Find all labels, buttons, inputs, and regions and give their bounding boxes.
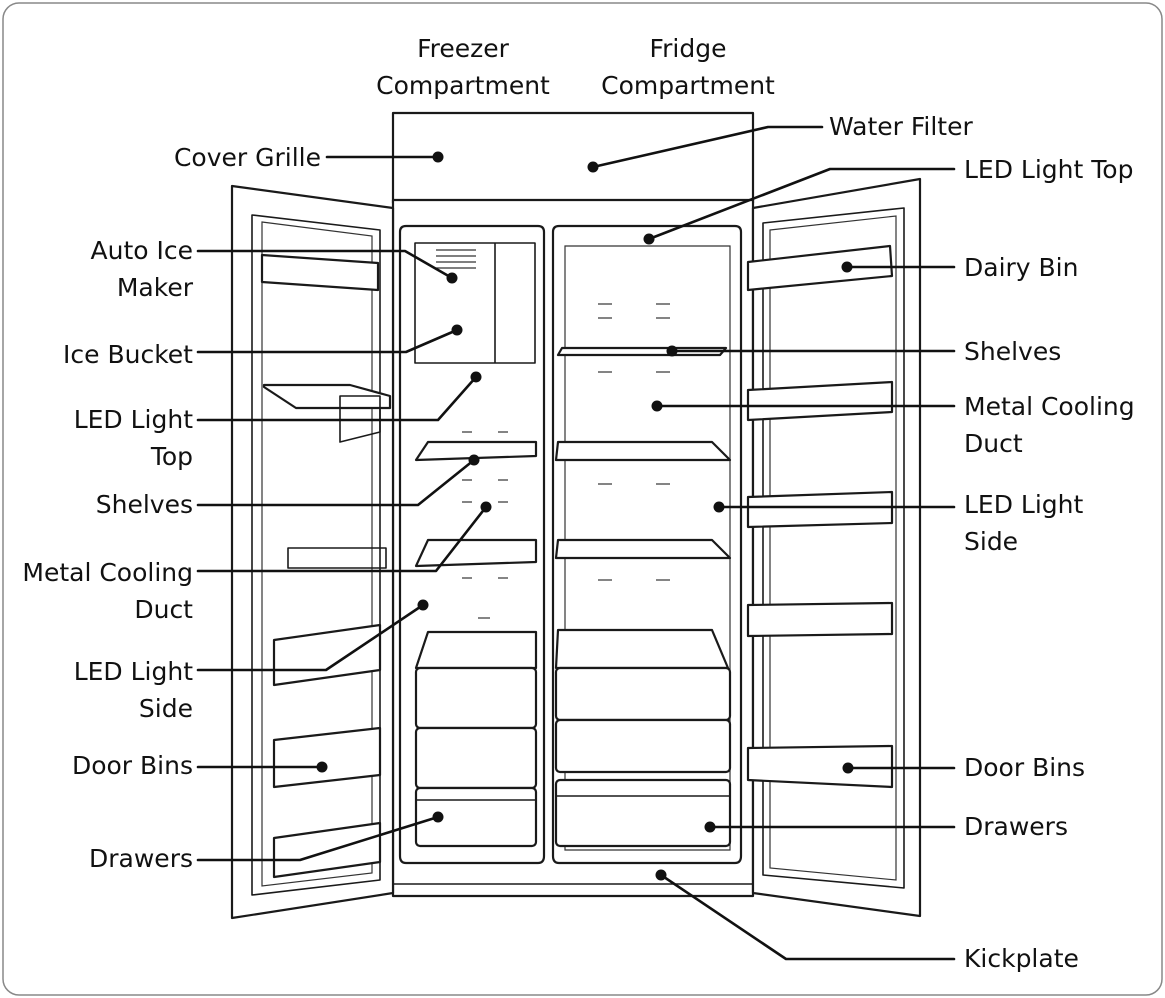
dot-drawers-left xyxy=(432,811,444,823)
label-drawers-left: Drawers xyxy=(89,844,193,873)
dairy-bin xyxy=(746,244,894,292)
freezer-drawer-1 xyxy=(414,630,538,670)
refrigerator-illustration xyxy=(230,111,922,920)
cabinet-top xyxy=(391,111,755,205)
label-door-bins-right: Door Bins xyxy=(964,753,1085,782)
dot-metal-cooling-duct-left xyxy=(480,501,492,513)
label-metal-cooling-duct-right-line2: Duct xyxy=(964,429,1023,458)
dot-shelves-right xyxy=(666,345,678,357)
label-led-light-side-left-line1: LED Light xyxy=(74,657,194,686)
label-led-light-side-left-line2: Side xyxy=(139,694,193,723)
leader-lines xyxy=(196,125,956,961)
fridge-drawer-3 xyxy=(554,778,732,848)
freezer-shelf-1 xyxy=(414,440,538,462)
fridge-label-line2: Compartment xyxy=(601,71,775,100)
leader-water-filter xyxy=(591,125,824,169)
label-led-light-top-left-line1: LED Light xyxy=(74,405,194,434)
dot-water-filter xyxy=(587,161,599,173)
leader-kickplate xyxy=(659,873,956,961)
right-door-bin-1 xyxy=(746,380,894,422)
dot-kickplate xyxy=(655,869,667,881)
ice-maker xyxy=(414,242,536,364)
label-door-bins-left: Door Bins xyxy=(72,751,193,780)
left-door-bin-2 xyxy=(272,726,382,789)
dot-metal-cooling-duct-right xyxy=(651,400,663,412)
right-door xyxy=(751,177,922,918)
label-led-light-top-right: LED Light Top xyxy=(964,155,1133,184)
leader-ice-bucket xyxy=(196,328,459,354)
dot-door-bins-left xyxy=(316,761,328,773)
left-door-bin-3 xyxy=(272,821,382,879)
freezer-drawer-3 xyxy=(414,786,538,848)
dot-led-light-top-right xyxy=(643,233,655,245)
label-dairy-bin: Dairy Bin xyxy=(964,253,1078,282)
label-cover-grille: Cover Grille xyxy=(174,143,321,172)
dot-dairy-bin xyxy=(841,261,853,273)
label-shelves-right: Shelves xyxy=(964,337,1061,366)
fridge-drawer-2 xyxy=(554,718,732,774)
dot-led-light-top-left xyxy=(470,371,482,383)
label-auto-ice-maker-line1: Auto Ice xyxy=(91,236,194,265)
leader-shelves-left xyxy=(196,458,476,507)
dot-led-light-side-left xyxy=(417,599,429,611)
label-ice-bucket: Ice Bucket xyxy=(63,340,193,369)
label-drawers-right: Drawers xyxy=(964,812,1068,841)
dot-drawers-right xyxy=(704,821,716,833)
pointer-dots xyxy=(316,151,854,881)
left-door-dispenser xyxy=(262,383,392,410)
label-metal-cooling-duct-left-line2: Duct xyxy=(134,595,193,624)
label-auto-ice-maker-line2: Maker xyxy=(117,273,194,302)
dot-door-bins-right xyxy=(842,762,854,774)
freezer-shelf-2 xyxy=(414,538,538,568)
fridge-label-line1: Fridge xyxy=(650,34,727,63)
left-door-top-bin xyxy=(260,253,380,292)
leader-auto-ice-maker xyxy=(196,249,454,280)
freezer-label-line2: Compartment xyxy=(376,71,550,100)
right-door-bin-2 xyxy=(746,490,894,529)
label-led-light-side-right-line2: Side xyxy=(964,527,1018,556)
freezer-label-line1: Freezer xyxy=(417,34,510,63)
freezer-drawer-2 xyxy=(414,726,538,790)
label-kickplate: Kickplate xyxy=(964,944,1079,973)
label-water-filter: Water Filter xyxy=(829,112,973,141)
leader-led-light-top-left xyxy=(196,375,478,422)
leader-metal-cooling-duct-left xyxy=(196,505,488,573)
dot-shelves-left xyxy=(468,454,480,466)
fridge-shelf-3 xyxy=(554,538,732,560)
dot-cover-grille xyxy=(432,151,444,163)
leader-led-light-side-left xyxy=(196,603,425,672)
label-metal-cooling-duct-right-line1: Metal Cooling xyxy=(964,392,1135,421)
leader-drawers-left xyxy=(196,815,440,862)
dot-auto-ice-maker xyxy=(446,272,458,284)
label-metal-cooling-duct-left-line1: Metal Cooling xyxy=(22,558,193,587)
leader-led-light-top-right xyxy=(647,167,956,241)
label-shelves-left: Shelves xyxy=(96,490,193,519)
fridge-drawer-1 xyxy=(554,628,730,670)
label-led-light-top-left-line2: Top xyxy=(150,442,193,471)
dot-led-light-side-right xyxy=(713,501,725,513)
right-door-bin-4 xyxy=(746,744,894,789)
fridge-shelf-2 xyxy=(554,440,732,462)
dot-ice-bucket xyxy=(451,324,463,336)
left-door xyxy=(230,184,395,920)
right-door-bin-3 xyxy=(746,601,894,638)
label-led-light-side-right-line1: LED Light xyxy=(964,490,1084,519)
